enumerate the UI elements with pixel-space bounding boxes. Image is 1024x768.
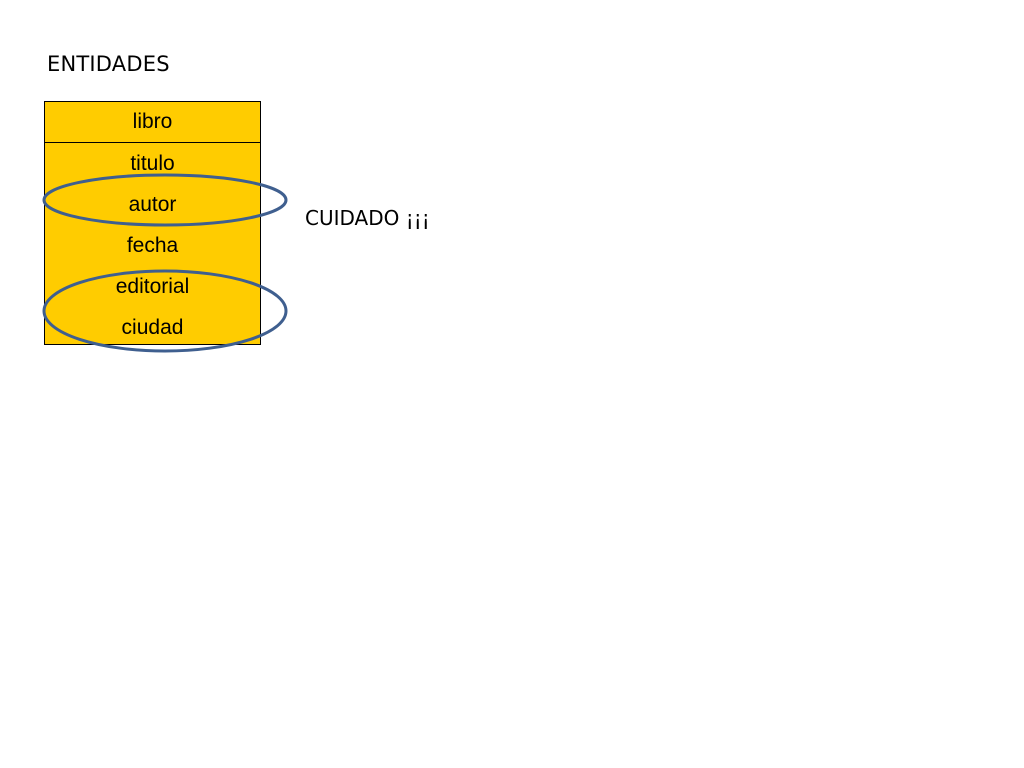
entity-name: libro: [45, 102, 260, 143]
attribute-fecha: fecha: [126, 233, 179, 257]
attribute-autor: autor: [128, 192, 177, 216]
warning-label: CUIDADO ¡¡¡: [305, 206, 430, 230]
page-title: ENTIDADES: [47, 52, 170, 76]
entity-attribute-list: titulo autor fecha editorial ciudad: [45, 143, 260, 348]
attribute-ciudad: ciudad: [121, 315, 184, 339]
attribute-titulo: titulo: [130, 151, 175, 175]
entity-table-libro: libro titulo autor fecha editorial ciuda…: [44, 101, 261, 345]
attribute-editorial: editorial: [115, 274, 190, 298]
